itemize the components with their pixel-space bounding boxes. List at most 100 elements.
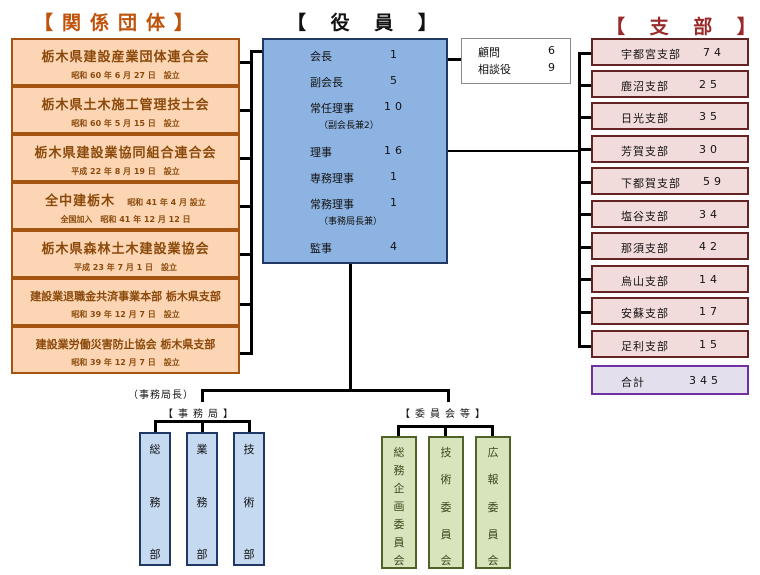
connector-line [201, 389, 204, 402]
branch-name: 下都賀支部 [621, 177, 681, 190]
committee-char: 委 [440, 501, 452, 514]
dept-char: 部 [243, 548, 255, 561]
officer-role: 常任理事 [310, 102, 354, 115]
org-note: 平成 22 年 8 月 19 日 設立 [71, 167, 180, 176]
connector-line [240, 157, 252, 160]
committee-technical: 技 術 委 員 会 [428, 436, 464, 569]
connector-line [578, 148, 591, 151]
connector-line [240, 352, 252, 355]
connector-line [240, 303, 252, 306]
dept-char: 部 [149, 548, 161, 561]
officer-count: 5 [390, 74, 397, 87]
branch-name: 那須支部 [621, 242, 669, 255]
connector-line [578, 345, 591, 348]
connector-line [250, 50, 262, 53]
committees-heading: 【委員会等】 [400, 409, 490, 420]
connector-line [240, 61, 252, 64]
connector-line [578, 84, 591, 87]
org-name: 全中建栃木 [45, 194, 116, 209]
org-box: 栃木県建設産業団体連合会 昭和 60 年 6 月 27 日 設立 [11, 38, 240, 86]
committee-char: 広 [487, 446, 499, 459]
branch-count: 17 [699, 305, 721, 318]
org-name: 栃木県建設産業団体連合会 [41, 50, 210, 65]
branch-name: 日光支部 [621, 112, 669, 125]
related-orgs-heading: 【関係団体】 [34, 12, 203, 34]
org-box: 栃木県建設業協同組合連合会 平成 22 年 8 月 19 日 設立 [11, 134, 240, 182]
branch-name: 安蘇支部 [621, 307, 669, 320]
committee-char: 会 [487, 554, 499, 567]
connector-line [201, 420, 204, 432]
connector-line [240, 253, 252, 256]
dept-char: 部 [196, 548, 208, 561]
committee-char: 企 [393, 482, 405, 495]
org-name: 建設業労働災害防止協会 栃木県支部 [35, 338, 216, 351]
branch-box: 安蘇支部 17 [591, 297, 749, 325]
committee-char: 総 [393, 446, 405, 459]
connector-line [578, 52, 591, 55]
org-note: 昭和 60 年 5 月 15 日 設立 [71, 119, 180, 128]
connector-line [578, 116, 591, 119]
org-note: 全国加入 昭和 41 年 12 月 12 日 [60, 215, 191, 224]
committee-char: 技 [440, 446, 452, 459]
connector-line [250, 50, 253, 355]
officer-count: 16 [384, 144, 406, 157]
branch-count: 59 [703, 175, 725, 188]
officer-count: 1 [390, 48, 397, 61]
org-note: 昭和 60 年 6 月 27 日 設立 [71, 71, 180, 80]
officer-note: （副会長兼2） [319, 121, 379, 131]
branch-count: 42 [699, 240, 721, 253]
org-name: 栃木県建設業協同組合連合会 [34, 146, 217, 161]
committee-char: 務 [393, 464, 405, 477]
connector-line [578, 213, 591, 216]
committee-char: 画 [393, 500, 405, 513]
committee-char: 会 [440, 554, 452, 567]
committee-char: 委 [393, 518, 405, 531]
committee-general-planning: 総 務 企 画 委 員 会 [381, 436, 417, 569]
org-note: 昭和 39 年 12 月 7 日 設立 [71, 358, 180, 367]
advisor-role: 相談役 [478, 63, 511, 76]
branch-count: 34 [699, 208, 721, 221]
connector-line [240, 109, 252, 112]
officers-heading: 【 役 員 】 [287, 12, 446, 34]
org-name: 栃木県土木施工管理技士会 [41, 98, 210, 113]
branch-name: 鹿沼支部 [621, 80, 669, 93]
officer-count: 4 [390, 240, 397, 253]
connector-line [448, 150, 580, 152]
connector-line [578, 311, 591, 314]
committee-char: 員 [440, 528, 452, 541]
advisor-row: 相談役 9 [478, 61, 555, 77]
officer-count: 1 [390, 170, 397, 183]
dept-char: 務 [196, 496, 208, 509]
org-name: 建設業退職金共済事業本部 栃木県支部 [30, 290, 221, 303]
officer-role: 専務理事 [310, 172, 354, 185]
connector-line [154, 420, 157, 432]
committee-public-relations: 広 報 委 員 会 [475, 436, 511, 569]
org-box: 栃木県土木施工管理技士会 昭和 60 年 5 月 15 日 設立 [11, 86, 240, 134]
branch-name: 塩谷支部 [621, 210, 669, 223]
org-note: 平成 23 年 7 月 1 日 設立 [74, 263, 177, 272]
advisor-count: 6 [548, 44, 555, 57]
branch-count: 30 [699, 143, 721, 156]
branch-name: 烏山支部 [621, 275, 669, 288]
dept-general-affairs: 総 務 部 [139, 432, 171, 566]
org-box: 栃木県森林土木建設業協会 平成 23 年 7 月 1 日 設立 [11, 230, 240, 278]
dept-char: 務 [149, 496, 161, 509]
branch-count: 35 [699, 110, 721, 123]
officer-row: 専務理事 1 [310, 170, 397, 186]
officer-note: （事務局長兼） [319, 217, 383, 227]
branch-box: 下都賀支部 59 [591, 167, 749, 195]
connector-line [349, 264, 352, 390]
branch-name: 宇都宮支部 [621, 48, 681, 61]
connector-line [491, 425, 494, 436]
advisor-count: 9 [548, 61, 555, 74]
connector-line [448, 58, 461, 61]
